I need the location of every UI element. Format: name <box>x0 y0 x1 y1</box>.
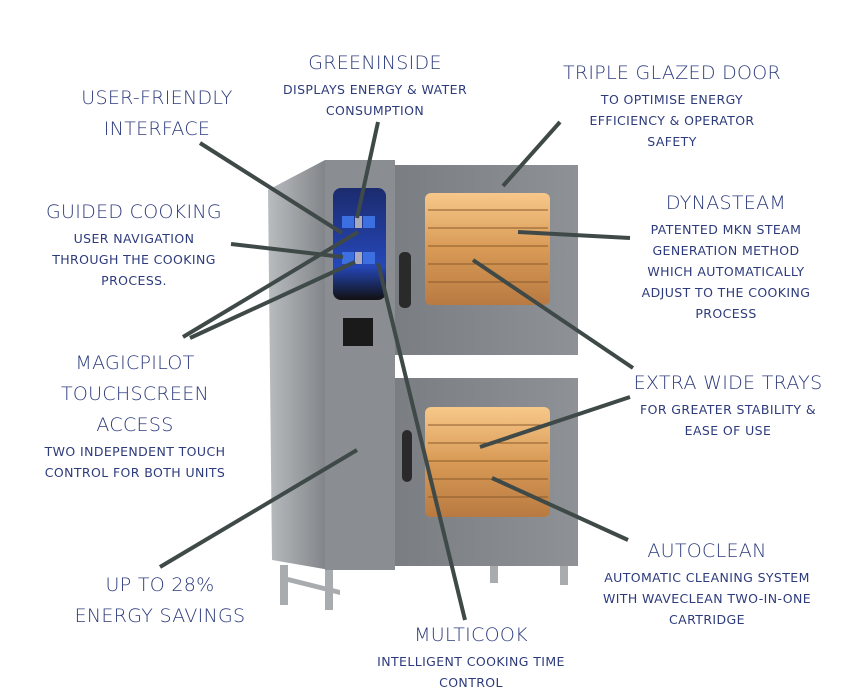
feature-extra-wide-trays: EXTRA WIDE TRAYS FOR GREATER STABILITY &… <box>634 368 823 441</box>
feature-multicook: MULTICOOK INTELLIGENT COOKING TIME CONTR… <box>377 620 565 693</box>
screen-buttons <box>342 216 375 264</box>
feature-title: USER-FRIENDLY <box>81 87 233 109</box>
feature-desc: USER NAVIGATION <box>73 231 195 246</box>
feature-desc: TO OPTIMISE ENERGY <box>600 92 744 107</box>
feature-title: GREENINSIDE <box>308 52 442 74</box>
legs <box>280 565 568 610</box>
feature-desc: ADJUST TO THE COOKING <box>641 285 811 300</box>
feature-desc: PROCESS. <box>101 273 167 288</box>
feature-desc: CARTRIDGE <box>669 612 745 627</box>
feature-title: ENERGY SAVINGS <box>74 605 246 627</box>
feature-desc: DISPLAYS ENERGY & WATER <box>282 82 468 97</box>
feature-title: TOUCHSCREEN <box>60 383 210 405</box>
trays <box>428 209 548 498</box>
feature-dynasteam: DYNASTEAM PATENTED MKN STEAM GENERATION … <box>642 188 811 324</box>
feature-desc: CONTROL FOR BOTH UNITS <box>44 465 226 480</box>
feature-desc: FOR GREATER STABILITY & <box>639 402 816 417</box>
feature-desc: GENERATION METHOD <box>652 243 800 258</box>
feature-magicpilot: MAGICPILOT TOUCHSCREEN ACCESS TWO INDEPE… <box>45 348 226 483</box>
feature-triple-glazed-door: TRIPLE GLAZED DOOR TO OPTIMISE ENERGY EF… <box>563 58 781 152</box>
feature-desc: THROUGH THE COOKING <box>52 252 216 267</box>
feature-desc: EASE OF USE <box>684 423 772 438</box>
feature-desc: CONTROL <box>439 675 503 690</box>
oven-side-panel <box>268 160 330 570</box>
feature-title: EXTRA WIDE TRAYS <box>633 372 823 394</box>
upper-door-handle <box>399 252 411 308</box>
feature-desc: WHICH AUTOMATICALLY <box>647 264 805 279</box>
feature-guided-cooking: GUIDED COOKING USER NAVIGATION THROUGH T… <box>46 197 222 291</box>
feature-title: AUTOCLEAN <box>647 540 767 562</box>
feature-desc: SAFETY <box>647 134 697 149</box>
usb-port <box>343 318 373 346</box>
feature-desc: PATENTED MKN STEAM <box>650 222 802 237</box>
feature-desc: CONSUMPTION <box>325 103 425 118</box>
feature-title: GUIDED COOKING <box>46 201 222 223</box>
upper-window <box>425 193 550 305</box>
feature-desc: TWO INDEPENDENT TOUCH <box>44 444 226 459</box>
feature-title: UP TO 28% <box>105 574 215 596</box>
feature-autoclean: AUTOCLEAN AUTOMATIC CLEANING SYSTEM WITH… <box>603 536 811 630</box>
feature-desc: AUTOMATIC CLEANING SYSTEM <box>604 570 810 585</box>
feature-user-friendly: USER-FRIENDLY INTERFACE <box>81 83 232 145</box>
feature-title: MULTICOOK <box>414 624 528 646</box>
feature-title: ACCESS <box>96 414 174 436</box>
feature-desc: PROCESS <box>695 306 757 321</box>
feature-desc: INTELLIGENT COOKING TIME <box>377 654 565 669</box>
leader-lines <box>158 120 635 621</box>
feature-title: TRIPLE GLAZED DOOR <box>562 62 782 84</box>
feature-greeninside: GREENINSIDE DISPLAYS ENERGY & WATER CONS… <box>283 48 467 121</box>
feature-desc: WITH WAVECLEAN TWO-IN-ONE <box>602 591 812 606</box>
feature-title: MAGICPILOT <box>75 352 195 374</box>
feature-title: DYNASTEAM <box>665 192 787 214</box>
lower-door-handle <box>402 430 412 482</box>
feature-energy-savings: UP TO 28% ENERGY SAVINGS <box>75 570 246 632</box>
feature-desc: EFFICIENCY & OPERATOR <box>589 113 755 128</box>
feature-title: INTERFACE <box>103 118 211 140</box>
lower-window <box>425 407 550 517</box>
